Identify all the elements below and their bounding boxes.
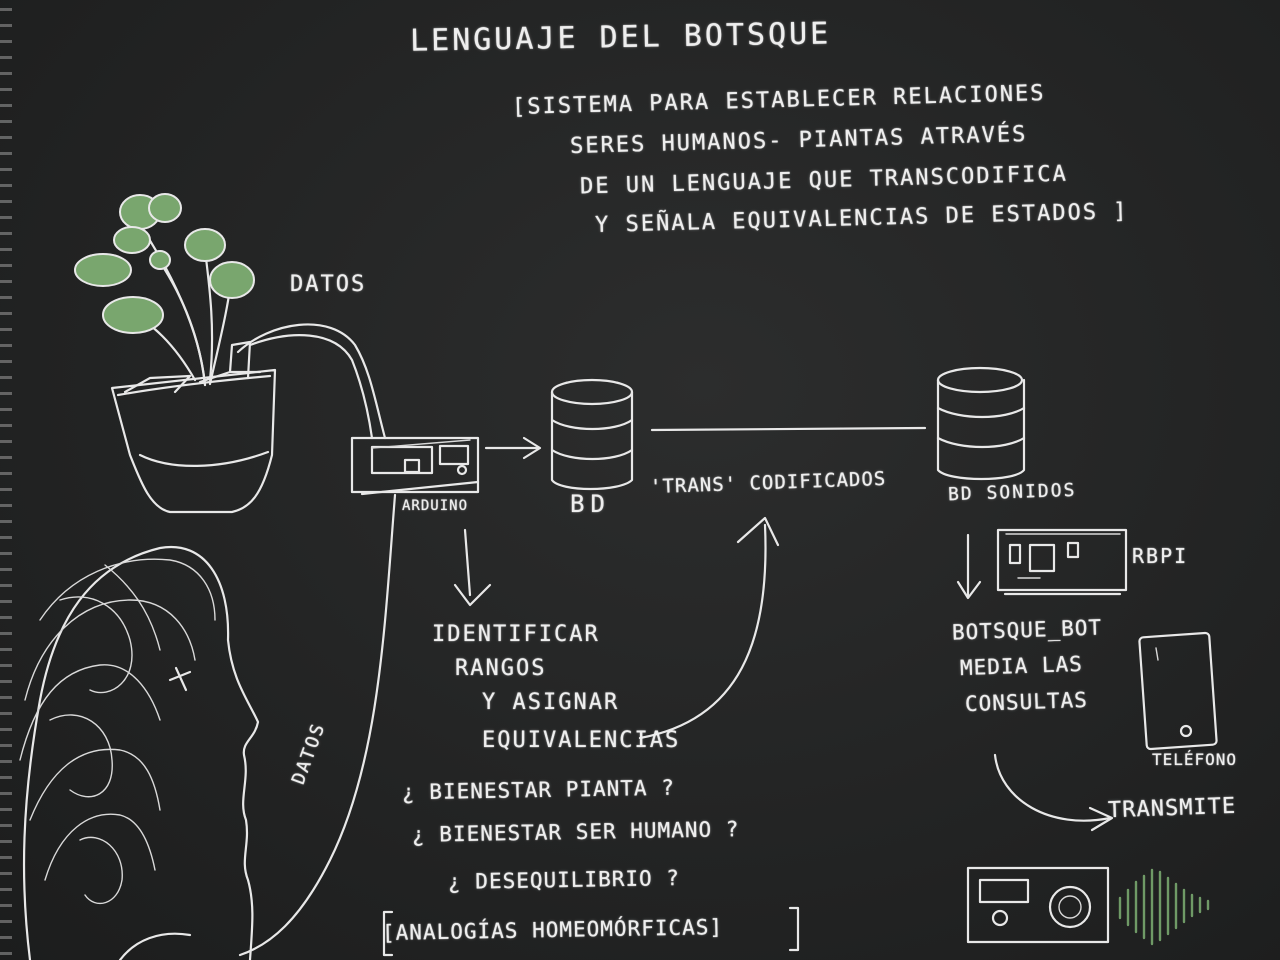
- datos-top-label: DATOS: [290, 272, 367, 297]
- plant-leaves-icon: [74, 193, 255, 334]
- identificar-line-2: RANGOS: [455, 656, 547, 681]
- bd-sonidos-label: BD SONIDOS: [947, 479, 1077, 506]
- radio-speaker-icon: [966, 866, 1110, 944]
- database-bd-icon: [550, 378, 634, 491]
- question-desequilibrio: ¿ DESEQUILIBRIO ?: [447, 865, 681, 895]
- sensor-cable: [236, 323, 387, 440]
- human-data-cable: [238, 493, 397, 957]
- identificar-line-4: EQUIVALENCIAS: [482, 728, 681, 753]
- link-line: [650, 426, 927, 432]
- arrow-down-identificar: [453, 528, 492, 607]
- page-title: LENGUAJE DEl BOTSQUE: [409, 16, 832, 59]
- database-bd-sonidos-icon: [936, 366, 1026, 481]
- telefono-label: TELÉFONO: [1152, 750, 1238, 769]
- arduino-board-icon: [350, 436, 480, 496]
- notebook-spiral: [0, 0, 12, 960]
- telephone-icon: [1138, 631, 1218, 751]
- arrow-down-bot: [956, 533, 982, 600]
- arrow-curve-to-trans: [638, 516, 780, 740]
- bd-label: BD: [570, 490, 611, 518]
- arrow-arduino-to-bd: [484, 436, 542, 460]
- transmite-label: TRANSMITE: [1107, 793, 1237, 824]
- raspberry-pi-icon: [996, 528, 1128, 596]
- bot-line-3: CONSULTAS: [964, 687, 1089, 717]
- arrow-transmite: [993, 753, 1114, 832]
- rbpi-label: RBPI: [1132, 544, 1189, 568]
- question-bienestar-planta: ¿ BIENESTAR PIANTA ?: [401, 775, 676, 805]
- sound-wave-icon: [1118, 868, 1210, 946]
- human-head-icon: [19, 545, 260, 960]
- identificar-line-3: Y ASIGNAR: [482, 690, 620, 715]
- bot-line-2: MEDIA LAS: [959, 651, 1084, 681]
- plant-pot-icon: [110, 340, 277, 514]
- arduino-label: ARDUINO: [402, 498, 469, 514]
- identificar-line-1: IDENTIFICAR: [432, 622, 600, 647]
